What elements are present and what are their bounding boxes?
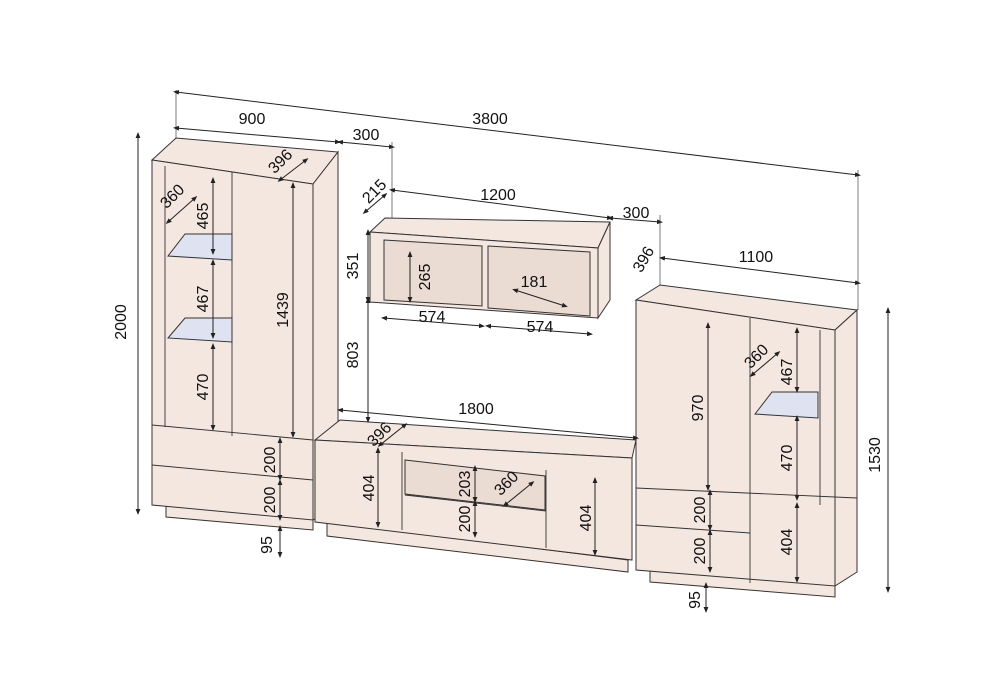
dim-tv-side-1: 404	[361, 475, 378, 502]
dim-right-shelf-1: 467	[779, 359, 796, 386]
glass-shelf	[754, 391, 819, 419]
dim-section-2: 574	[527, 319, 554, 336]
dim-left-shelf-2: 467	[195, 286, 212, 313]
dim-right-lower-door: 404	[779, 529, 796, 556]
dim-left-drawer-1: 200	[262, 447, 279, 474]
dim-tv-drawer: 200	[457, 506, 474, 533]
dim-gap-left: 300	[353, 127, 380, 144]
glass-shelf	[167, 233, 233, 261]
dim-shelf-width: 1200	[480, 187, 516, 204]
dim-right-drawer-2: 200	[692, 538, 709, 565]
dim-left-drawer-2: 200	[262, 487, 279, 514]
dim-right-plinth: 95	[687, 591, 704, 609]
dim-overall-height: 2000	[113, 304, 130, 340]
dim-right-drawer-1: 200	[692, 497, 709, 524]
dim-shelf-height: 351	[345, 253, 362, 280]
dim-right-shelf-2: 470	[779, 445, 796, 472]
dim-right-door: 970	[690, 395, 707, 422]
dim-left-door: 1439	[275, 292, 292, 328]
dim-left-shelf-1: 465	[195, 203, 212, 230]
dim-tv-side-2: 404	[578, 505, 595, 532]
wall-shelf	[368, 217, 611, 320]
dim-right-depth: 396	[630, 244, 658, 276]
dim-gap-right: 300	[623, 205, 650, 222]
glass-shelf	[166, 317, 233, 343]
dim-left-shelf-3: 470	[195, 374, 212, 401]
dim-shelf-inner-depth: 181	[521, 274, 548, 291]
dim-left-width: 900	[239, 111, 266, 128]
dim-shelf-inner-height: 265	[417, 264, 434, 291]
dim-overall-width: 3800	[472, 111, 508, 128]
dim-section-1: 574	[419, 309, 446, 326]
dim-right-height: 1530	[867, 437, 884, 473]
dim-tv-width: 1800	[458, 401, 494, 418]
dim-mount-height: 803	[345, 342, 362, 369]
right-cabinet	[634, 284, 859, 598]
dim-tv-niche-height: 203	[457, 471, 474, 498]
dim-right-width: 1100	[739, 249, 774, 266]
dim-left-plinth: 95	[259, 536, 276, 554]
dim-shelf-offset: 215	[359, 176, 390, 207]
dimension-lines	[135, 89, 891, 613]
